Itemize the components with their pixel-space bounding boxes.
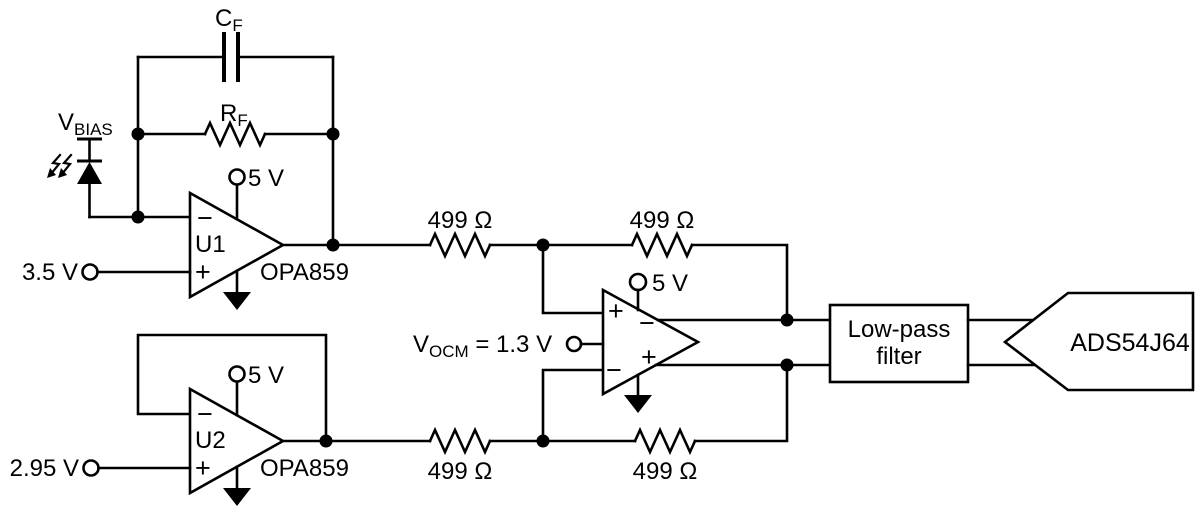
junction-dot: [131, 127, 145, 141]
fda-ground-icon: [624, 395, 652, 413]
light-ray-1: [49, 153, 62, 176]
u2-opamp: − U2 + OPA859 5 V 2.95 V: [10, 333, 432, 506]
rf-bot-resistor-body: [633, 426, 697, 456]
fda-supply-label: 5 V: [652, 270, 688, 297]
rg-bot-label: 499 Ω: [428, 458, 493, 485]
u1-supply-label: 5 V: [248, 165, 284, 192]
u2-noninverting-mark: +: [195, 453, 211, 483]
u1-noninverting-mark: +: [195, 257, 211, 287]
u1-feedback-network: CF RF: [136, 5, 335, 247]
fda-triangle: [601, 287, 701, 397]
rg-top-label: 499 Ω: [428, 207, 493, 234]
rf-bot-to-output-wire: [693, 363, 789, 443]
light-ray-2-head: [58, 168, 67, 178]
u2-part-number: OPA859: [260, 455, 349, 482]
junction-dot: [326, 238, 340, 252]
fda-input-negative-mark: −: [606, 355, 622, 385]
rf-label: RF: [220, 100, 248, 130]
u1-designator: U1: [195, 231, 226, 258]
bottom-resistor-path: 499 Ω 499 Ω: [428, 363, 789, 485]
junction-dot: [319, 434, 333, 448]
bottom-tap-to-fda-wire: [541, 368, 605, 443]
fda-vocm-terminal: [565, 335, 583, 353]
u2-ground-icon: [223, 488, 251, 506]
rg-top-resistor-body: [428, 230, 492, 260]
u1-supply-terminal: [228, 168, 246, 186]
lpf-block: Low-pass filter: [828, 303, 970, 384]
u2-inverting-mark: −: [197, 399, 213, 429]
light-ray-2: [60, 153, 73, 176]
junction-dot: [780, 358, 794, 372]
rf-top-resistor-body: [630, 230, 694, 260]
u2-designator: U2: [195, 427, 226, 454]
adc-pentagon: [1002, 291, 1195, 392]
rg-bot-resistor-body: [428, 426, 492, 456]
photodiode-branch: VBIAS: [47, 109, 192, 219]
fda-input-positive-mark: +: [608, 296, 624, 326]
junction-dot: [326, 127, 340, 141]
u1-opamp: − U1 + OPA859 5 V 3.5 V: [22, 165, 432, 310]
light-ray-1-head: [47, 168, 56, 178]
junction-dot: [131, 210, 145, 224]
vbias-label: VBIAS: [58, 109, 113, 139]
u2-supply-terminal: [228, 365, 246, 383]
fda-output-negative-mark: −: [639, 308, 655, 338]
top-tap-to-fda-wire: [541, 243, 605, 315]
junction-dot: [536, 434, 550, 448]
photodiode-triangle: [77, 162, 102, 184]
adc-block: ADS54J64: [966, 291, 1195, 392]
junction-dot: [780, 313, 794, 327]
u1-inverting-mark: −: [197, 203, 213, 233]
adc-part-number: ADS54J64: [1070, 329, 1190, 357]
top-resistor-path: 499 Ω 499 Ω: [428, 207, 789, 322]
rf-top-to-output-wire: [690, 243, 789, 322]
u2-feedback-loop-wire: [136, 333, 328, 443]
light-arrow-icon: [47, 153, 73, 178]
fda-output-positive-mark: +: [641, 342, 657, 372]
lpf-label-line2: filter: [876, 343, 921, 370]
rf-resistor-body: [203, 119, 267, 149]
u1-part-number: OPA859: [260, 259, 349, 286]
rf-bot-label: 499 Ω: [633, 458, 698, 485]
u1-input-voltage-label: 3.5 V: [22, 259, 78, 286]
u1-input-terminal: [81, 263, 99, 281]
fda-amplifier: + − − + 5 V VOCM = 1.3 V: [413, 270, 832, 413]
lpf-box: [828, 303, 970, 384]
fda-vocm-label: VOCM = 1.3 V: [413, 331, 552, 361]
cf-label: CF: [215, 5, 243, 35]
u2-supply-label: 5 V: [248, 362, 284, 389]
u2-input-terminal: [82, 459, 100, 477]
lpf-label-line1: Low-pass: [848, 316, 951, 343]
rf-top-label: 499 Ω: [630, 207, 695, 234]
u2-input-voltage-label: 2.95 V: [10, 455, 79, 482]
junction-dots: [131, 127, 794, 448]
junction-dot: [536, 238, 550, 252]
fda-supply-terminal: [628, 272, 648, 292]
u1-ground-icon: [223, 292, 251, 310]
